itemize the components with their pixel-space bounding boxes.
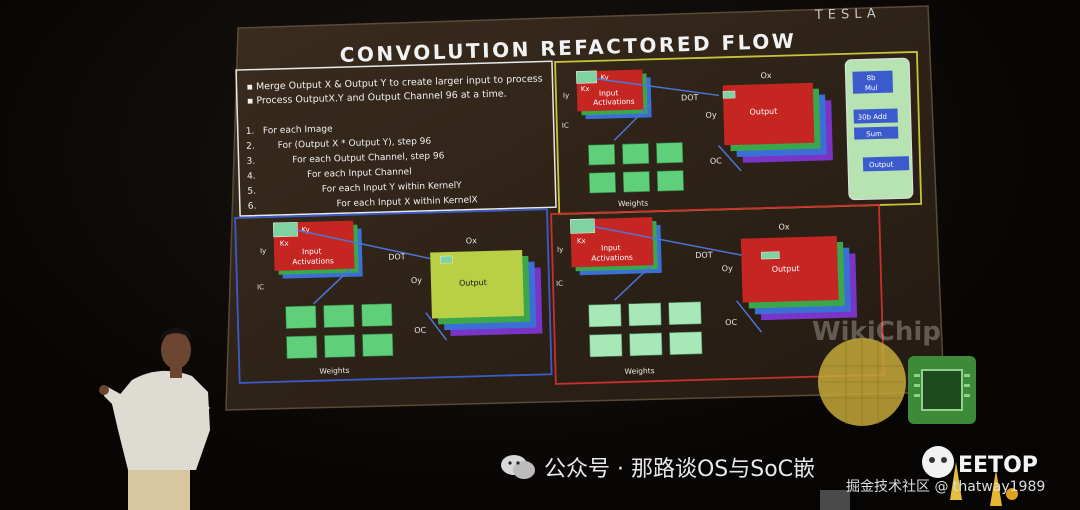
svg-text:Output: Output	[459, 278, 487, 288]
svg-text:Ky: Ky	[301, 226, 309, 234]
svg-text:Iy: Iy	[260, 247, 266, 255]
svg-text:Activations: Activations	[292, 256, 334, 266]
svg-text:Oy: Oy	[722, 264, 734, 273]
svg-text:OC: OC	[414, 326, 427, 335]
eetop-logo: EETOP	[922, 446, 1038, 478]
svg-text:OC: OC	[725, 318, 738, 327]
credit-text: 掘金技术社区 @ thatway1989	[846, 479, 1046, 495]
svg-text:OC: OC	[710, 156, 723, 165]
svg-text:8b: 8b	[867, 74, 877, 82]
svg-text:Weights: Weights	[319, 366, 349, 376]
svg-text:Output: Output	[749, 107, 777, 117]
svg-text:Oy: Oy	[411, 276, 423, 285]
svg-text:Mul: Mul	[865, 84, 878, 92]
svg-text:Ox: Ox	[778, 222, 790, 231]
svg-text:Activations: Activations	[593, 97, 635, 107]
loop-line: 1. For each Image	[246, 124, 334, 136]
svg-text:Input: Input	[302, 247, 322, 257]
svg-text:EETOP: EETOP	[958, 453, 1038, 478]
svg-text:Weights: Weights	[618, 198, 648, 208]
svg-text:DOT: DOT	[695, 250, 713, 259]
svg-text:Input: Input	[599, 88, 619, 98]
diagram-panel-top-right: Ky Kx Input Activations Iy IC DOT Weight…	[554, 50, 923, 215]
svg-text:Sum: Sum	[866, 130, 882, 138]
foreground-lights	[820, 462, 1018, 510]
svg-text:IC: IC	[562, 122, 569, 130]
svg-text:Weights: Weights	[624, 366, 654, 376]
svg-text:Output: Output	[772, 264, 800, 274]
wechat-account-text: 公众号 · 那路谈OS与SoC嵌	[544, 457, 816, 482]
svg-text:Oy: Oy	[705, 111, 717, 120]
presenter	[99, 328, 210, 510]
svg-text:Kx: Kx	[577, 237, 586, 245]
svg-text:Output: Output	[869, 161, 894, 170]
svg-text:Input: Input	[601, 243, 621, 253]
wechat-watermark: 公众号 · 那路谈OS与SoC嵌	[500, 450, 815, 484]
svg-text:Iy: Iy	[563, 92, 569, 100]
svg-text:Iy: Iy	[557, 246, 563, 254]
svg-text:Kx: Kx	[581, 85, 590, 93]
svg-text:IC: IC	[556, 280, 563, 288]
svg-text:DOT: DOT	[681, 93, 699, 102]
svg-text:Activations: Activations	[591, 253, 633, 263]
svg-text:DOT: DOT	[388, 252, 406, 261]
diagram-panel-bottom-right: Kx Input Activations Iy IC DOT Weights O…	[550, 203, 885, 385]
svg-text:Ox: Ox	[466, 236, 478, 245]
svg-text:Ky: Ky	[600, 74, 608, 82]
wechat-icon	[500, 453, 536, 481]
loop-line: 4. For each Input Channel	[247, 167, 412, 182]
svg-text:IC: IC	[257, 283, 264, 291]
svg-text:Ox: Ox	[760, 71, 772, 80]
diagram-panel-bottom-left: Ky Kx Input Activations Iy IC DOT Weight…	[234, 208, 553, 384]
slide-brand: TESLA	[814, 6, 881, 23]
wikichip-logo	[818, 338, 976, 426]
svg-text:30b Add: 30b Add	[858, 113, 887, 122]
svg-text:Kx: Kx	[280, 240, 289, 248]
